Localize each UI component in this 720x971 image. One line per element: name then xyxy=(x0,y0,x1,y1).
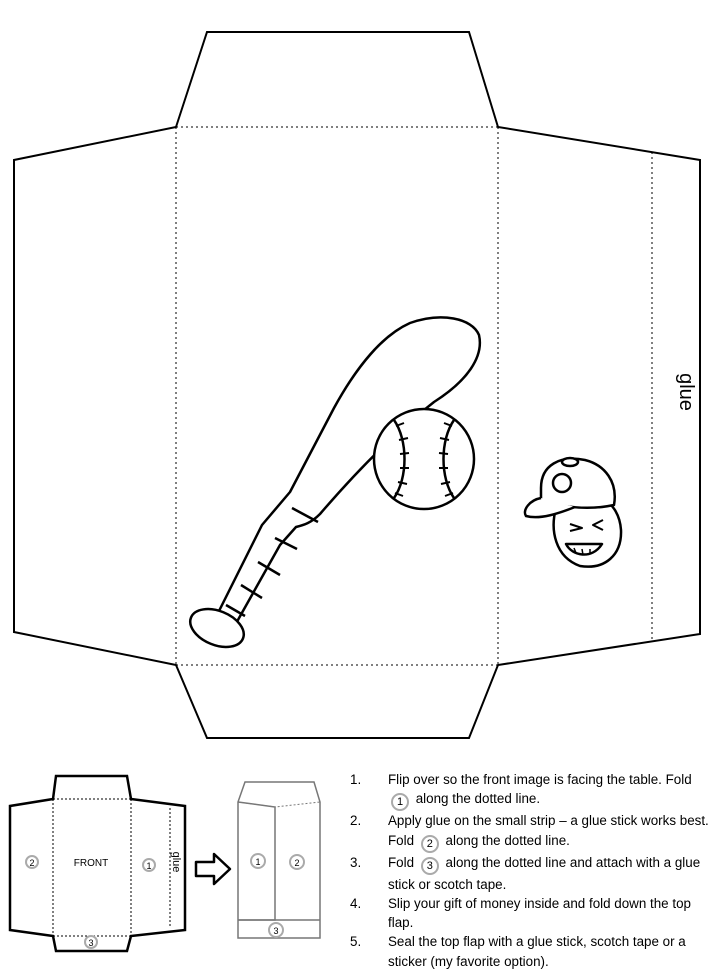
folded-marker-3-label: 3 xyxy=(273,926,278,936)
small-glue-label: glue xyxy=(170,852,182,873)
instruction-step: 5. Seal the top flap with a glue stick, … xyxy=(350,932,712,971)
fold-marker-2-label: 2 xyxy=(29,858,34,868)
step-text: along the dotted line. xyxy=(445,832,570,848)
folded-marker-2-label: 2 xyxy=(294,858,299,868)
folded-marker-3 xyxy=(268,922,284,938)
fold-marker-3 xyxy=(84,935,98,949)
step-text: along the dotted line. xyxy=(415,791,541,807)
folded-marker-1-label: 1 xyxy=(255,857,260,867)
boy-with-cap-icon xyxy=(523,456,623,568)
instruction-step: 4. Slip your gift of money inside and fo… xyxy=(350,894,712,933)
step-text: Seal the top flap with a glue stick, sco… xyxy=(388,934,686,969)
glue-label: glue xyxy=(675,373,697,411)
step-number: 2. xyxy=(350,813,362,829)
fold-marker-3-label: 3 xyxy=(88,938,93,948)
instruction-step: 3. Fold 3 along the dotted line and atta… xyxy=(350,853,712,894)
step-text: Flip over so the front image is facing t… xyxy=(388,772,692,787)
right-arrow-icon xyxy=(194,852,232,886)
fold-marker-badge: 3 xyxy=(420,856,439,875)
instruction-step: 2. Apply glue on the small strip – a glu… xyxy=(350,811,712,853)
step-number: 4. xyxy=(350,895,362,911)
folded-marker-1 xyxy=(250,853,266,869)
front-label: FRONT xyxy=(74,858,108,869)
step-text: Fold xyxy=(388,854,415,870)
instructions-list: 1. Flip over so the front image is facin… xyxy=(350,770,712,971)
fold-marker-badge: 1 xyxy=(391,793,409,812)
fold-marker-badge: 2 xyxy=(420,834,439,853)
baseball-icon xyxy=(372,407,476,511)
step-text: Slip your gift of money inside and fold … xyxy=(388,895,691,931)
step-text: along the dotted line and attach with a … xyxy=(388,854,701,892)
folded-marker-2 xyxy=(289,854,305,870)
step-number: 3. xyxy=(350,854,362,870)
fold-marker-2 xyxy=(25,855,39,869)
step-number: 1. xyxy=(350,772,362,787)
step-text: Apply glue on the small strip – a glue s… xyxy=(388,813,709,848)
instruction-step: 1. Flip over so the front image is facin… xyxy=(350,770,712,812)
flat-envelope-diagram: FRONT glue 2 1 3 xyxy=(8,774,187,953)
fold-marker-1 xyxy=(142,858,156,872)
step-number: 5. xyxy=(350,934,362,950)
folded-envelope-diagram: 1 2 3 xyxy=(237,781,321,939)
fold-lines xyxy=(175,126,653,666)
baseball-bat-icon xyxy=(189,316,482,649)
fold-marker-1-label: 1 xyxy=(146,861,151,871)
